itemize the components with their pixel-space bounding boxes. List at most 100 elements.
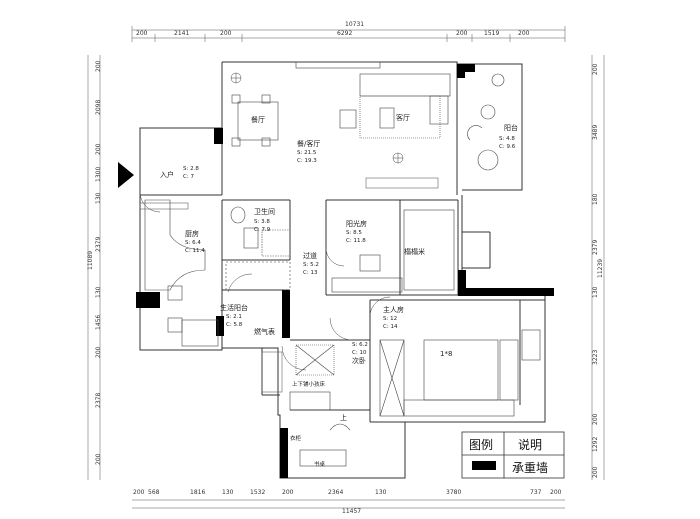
label-utility: 生活阳台 — [220, 303, 248, 312]
dim-right-1: 3489 — [592, 125, 599, 140]
dim-bottom-total: 11457 — [342, 508, 361, 515]
dim-left-8: 200 — [95, 346, 102, 358]
label-bunk: 上下铺小孩床 — [292, 380, 326, 388]
label-living: 客厅 — [396, 113, 410, 122]
dim-bottom-2: 1816 — [190, 489, 205, 496]
label-master-s: S: 12 — [383, 316, 397, 322]
label-balcony: 阳台 — [504, 123, 518, 132]
dim-left-10: 200 — [95, 453, 102, 465]
dim-left-5: 2379 — [95, 237, 102, 252]
dim-left-1: 2098 — [95, 100, 102, 115]
wardrobe — [379, 339, 405, 417]
dimension-top — [131, 26, 566, 42]
dim-left-total: 11089 — [87, 251, 94, 270]
dim-bottom-9: 737 — [530, 489, 542, 496]
label-kitchen-s: S: 6.4 — [185, 240, 201, 246]
legend-box — [461, 431, 565, 479]
label-balcony-c: C: 9.6 — [499, 144, 516, 150]
sofa — [339, 73, 451, 139]
label-entry-c: C: 7 — [183, 174, 194, 180]
dim-top-1: 2141 — [174, 30, 189, 37]
label-dining-living: 餐/客厅 — [297, 139, 320, 148]
dim-left-2: 200 — [95, 143, 102, 155]
legend-desc: 说明 — [518, 437, 542, 452]
dim-right-6: 200 — [592, 413, 599, 425]
dim-right-2: 180 — [592, 193, 599, 205]
dim-right-4: 130 — [592, 286, 599, 298]
label-bathroom: 卫生间 — [254, 207, 275, 216]
label-bed: 1*8 — [440, 350, 452, 358]
bathroom-fixtures — [225, 206, 291, 291]
label-balcony-s: S: 4.8 — [499, 136, 515, 142]
label-gas-meter: 燃气表 — [254, 327, 275, 336]
dim-bottom-6: 2364 — [328, 489, 343, 496]
label-utility-c: C: 5.8 — [226, 322, 243, 328]
dim-top-4: 200 — [456, 30, 468, 37]
label-bathroom-c: C: 7.9 — [254, 227, 271, 233]
label-dining: 餐厅 — [251, 115, 265, 124]
sunroom-furniture — [331, 209, 455, 293]
legend-title: 图例 — [469, 438, 493, 452]
dim-bottom-5: 200 — [282, 489, 294, 496]
label-dining-living-c: C: 19.3 — [297, 158, 317, 164]
label-corridor: 过道 — [303, 251, 317, 260]
label-kitchen: 厨房 — [185, 229, 199, 238]
dimension-bottom — [132, 499, 565, 509]
dim-bottom-8: 3780 — [446, 489, 461, 496]
label-desk: 书桌 — [314, 460, 326, 468]
label-corridor-c: C: 13 — [303, 270, 318, 276]
dim-left-6: 130 — [95, 286, 102, 298]
label-corridor-s: S: 5.2 — [303, 262, 319, 268]
dim-bottom-10: 200 — [550, 489, 562, 496]
bunk-bed — [289, 344, 351, 467]
kitchen-counter — [144, 199, 219, 347]
dim-top-total: 10731 — [345, 21, 364, 28]
dim-bottom-7: 130 — [375, 489, 387, 496]
label-kitchen-c: C: 11.4 — [185, 248, 205, 254]
dim-bottom-4: 1532 — [250, 489, 265, 496]
dim-top-3: 6292 — [337, 30, 352, 37]
label-utility-s: S: 2.1 — [226, 314, 242, 320]
dim-right-8: 200 — [592, 466, 599, 478]
label-sunroom-s: S: 8.5 — [346, 230, 362, 236]
dim-top-6: 200 — [518, 30, 530, 37]
door-swings — [139, 191, 391, 371]
label-up: 上 — [340, 413, 347, 422]
dim-bottom-0: 200 — [133, 489, 145, 496]
balcony-furniture — [467, 73, 505, 171]
dim-left-0: 200 — [95, 60, 102, 72]
label-entry-s: S: 2.8 — [183, 166, 199, 172]
dimension-right — [591, 55, 605, 480]
dim-top-0: 200 — [136, 30, 148, 37]
dim-top-2: 200 — [220, 30, 232, 37]
window-frames — [139, 177, 439, 393]
legend-item: 承重墙 — [512, 461, 548, 475]
tv-cabinet — [295, 61, 395, 129]
label-master-c: C: 14 — [383, 324, 398, 330]
label-sunroom: 阳光房 — [346, 219, 367, 228]
dim-left-7: 1456 — [95, 315, 102, 330]
label-dining-living-s: S: 21.5 — [297, 150, 317, 156]
label-second-c: C: 10 — [352, 350, 367, 356]
dim-right-3: 2379 — [592, 240, 599, 255]
label-master: 主人房 — [383, 305, 404, 314]
dim-left-9: 2378 — [95, 393, 102, 408]
dim-left-3: 1300 — [95, 167, 102, 182]
dim-bottom-3: 130 — [222, 489, 234, 496]
dim-right-0: 200 — [592, 63, 599, 75]
label-tatami: 榻榻米 — [404, 247, 425, 256]
dim-right-total: 11239 — [597, 259, 604, 278]
dim-left-4: 130 — [95, 192, 102, 204]
entrance-arrow-icon — [118, 162, 134, 188]
dim-top-5: 1519 — [484, 30, 499, 37]
dim-right-5: 3223 — [592, 350, 599, 365]
label-entry: 入户 — [160, 170, 174, 179]
legend-wall-swatch — [472, 461, 496, 470]
dimension-left — [87, 55, 101, 480]
label-second-s: S: 6.2 — [352, 342, 368, 348]
label-sunroom-c: C: 11.8 — [346, 238, 366, 244]
dining-table — [231, 94, 279, 147]
label-second: 次卧 — [352, 356, 366, 365]
label-bathroom-s: S: 3.8 — [254, 219, 270, 225]
